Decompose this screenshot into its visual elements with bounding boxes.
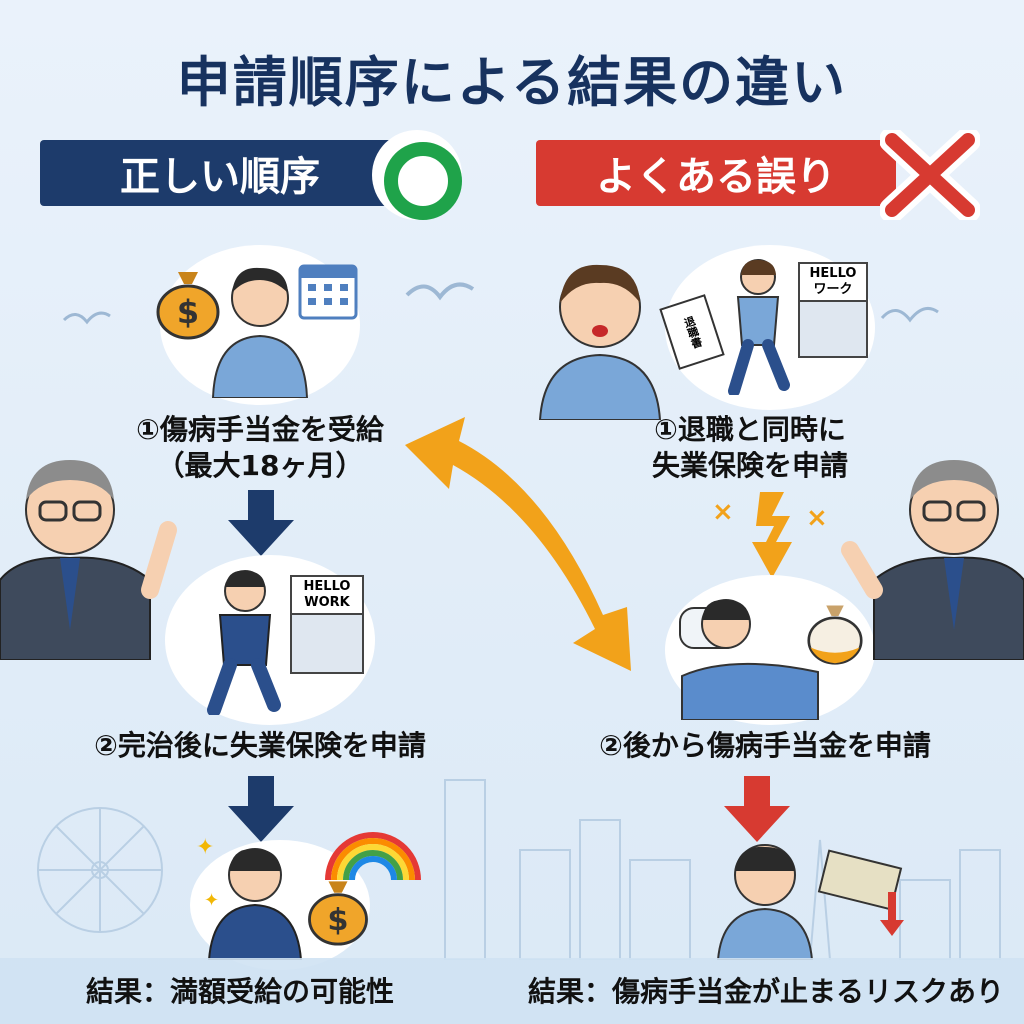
correct-step1-line2: （最大18ヶ月）	[156, 449, 364, 482]
wrong-result-text: 結果：傷病手当金が止まるリスクあり	[528, 975, 1005, 1008]
wrong-step1-line2: 失業保険を申請	[651, 449, 848, 482]
businessman-walking-icon	[207, 570, 281, 715]
happy-businessman-icon	[207, 848, 303, 960]
empty-money-bag-icon	[807, 605, 863, 665]
wrong-step1-caption: ①退職と同時に 失業保険を申請	[600, 412, 900, 484]
man-walking-icon	[728, 259, 790, 395]
money-bag-icon: $	[156, 272, 220, 340]
svg-text:×: ×	[712, 497, 734, 527]
seagull-icon	[405, 282, 475, 301]
advisor-man-worried-icon	[841, 460, 1024, 660]
double-arrow-icon	[405, 417, 631, 671]
city-skyline-illustration	[37, 779, 1001, 960]
sparkle-icon: ✦	[204, 890, 220, 911]
correct-step1-caption: ①傷病手当金を受給 （最大18ヶ月）	[80, 412, 440, 484]
correct-step1-line1: ①傷病手当金を受給	[136, 413, 384, 446]
wrong-step2-caption: ②後から傷病手当金を申請	[599, 729, 931, 762]
seagull-icon	[62, 311, 111, 325]
correct-order-banner: 正しい順序	[40, 140, 400, 206]
broken-arrow-icon: × ×	[712, 492, 828, 578]
seagull-icon	[880, 306, 939, 323]
correct-order-label: 正しい順序	[120, 154, 320, 200]
calendar-icon	[298, 264, 358, 320]
svg-text:$: $	[327, 903, 348, 938]
svg-text:$: $	[177, 293, 199, 331]
green-circle-mark-icon	[384, 142, 462, 220]
down-arrow-icon	[228, 490, 294, 556]
hello-work-building: HELLO WORK	[290, 575, 364, 674]
resignation-letter-text: 退職書	[681, 314, 704, 350]
person-relaxed-icon	[211, 267, 309, 398]
troubled-man-icon	[716, 844, 814, 960]
red-down-arrow-small-icon	[880, 892, 904, 936]
red-cross-mark-icon	[880, 130, 980, 220]
wrong-step1-line1: ①退職と同時に	[654, 413, 846, 446]
svg-text:×: ×	[806, 503, 828, 533]
down-arrow-red-icon	[724, 776, 790, 842]
hello-work-building-wrong: HELLO ワーク	[798, 262, 868, 358]
common-mistake-banner: よくある誤り	[536, 140, 896, 206]
worried-man-icon	[538, 264, 662, 420]
hello-work-sign-wrong: HELLO ワーク	[800, 264, 866, 302]
sick-man-in-bed-icon	[679, 599, 819, 720]
page-title: 申請順序による結果の違い	[176, 51, 848, 114]
common-mistake-label: よくある誤り	[596, 154, 836, 200]
footer-band	[0, 958, 1024, 1024]
advisor-man-pointing-icon	[0, 460, 177, 660]
correct-result-text: 結果：満額受給の可能性	[86, 975, 395, 1008]
hello-work-sign: HELLO WORK	[292, 577, 362, 615]
correct-step2-caption: ②完治後に失業保険を申請	[94, 729, 426, 762]
down-arrow-icon	[228, 776, 294, 842]
rainbow-icon	[325, 832, 421, 881]
money-bag-icon: $	[308, 881, 368, 946]
sparkle-icon: ✦	[196, 835, 215, 860]
